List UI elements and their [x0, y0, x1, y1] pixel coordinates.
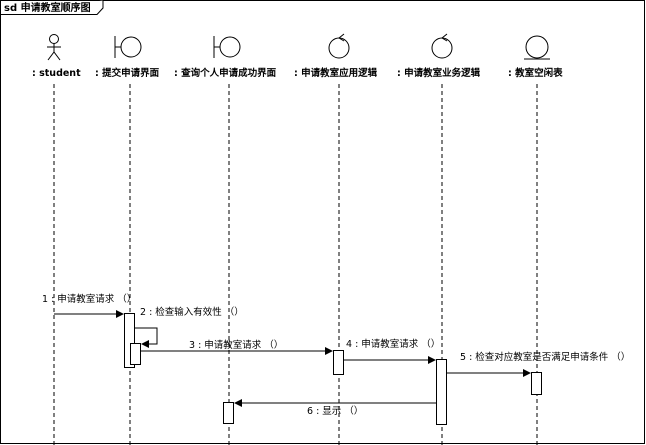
message-label: 3 : 申请教室请求 （） — [189, 339, 283, 351]
message-label: 5 : 检查对应教室是否满足申请条件 （） — [460, 351, 630, 363]
activation-bar — [531, 372, 542, 395]
message-label: 2 : 检查输入有效性 （） — [140, 306, 244, 318]
lifeline-name-student: : student — [32, 68, 81, 79]
boundary-icon — [213, 36, 241, 58]
message-label: 1 : 申请教室请求 （） — [42, 293, 136, 305]
arrowhead — [325, 347, 333, 355]
arrowhead — [523, 369, 531, 377]
lifeline-name-submit-ui: : 提交申请界面 — [95, 67, 160, 79]
lifeline-name-vacancy-table: : 教室空闲表 — [508, 67, 563, 79]
actor-icon — [47, 34, 61, 61]
boundary-icon — [114, 36, 142, 58]
control-icon — [328, 33, 350, 59]
activation-bar — [333, 350, 344, 375]
arrowhead — [428, 356, 436, 364]
lifeline-name-app-logic: : 申请教室应用逻辑 — [294, 67, 378, 79]
message-arrow — [135, 327, 158, 345]
entity-icon — [524, 35, 550, 60]
arrowhead — [116, 310, 124, 318]
message-label: 6 : 显示 （） — [307, 405, 363, 417]
arrowhead — [234, 399, 242, 407]
lifeline-name-business-logic: : 申请教室业务逻辑 — [397, 67, 481, 79]
frame-title: sd 申请教室顺序图 — [4, 1, 91, 14]
activation-bar — [223, 402, 234, 424]
frame-label-box — [0, 0, 104, 15]
activation-bar — [124, 313, 135, 368]
arrowhead — [141, 340, 149, 348]
message-label: 4 : 申请教室请求 （） — [346, 338, 440, 350]
activation-bar — [436, 359, 447, 425]
activation-bar — [130, 343, 141, 365]
lifeline-name-query-ui: : 查询个人申请成功界面 — [174, 67, 277, 79]
control-icon — [431, 33, 453, 59]
